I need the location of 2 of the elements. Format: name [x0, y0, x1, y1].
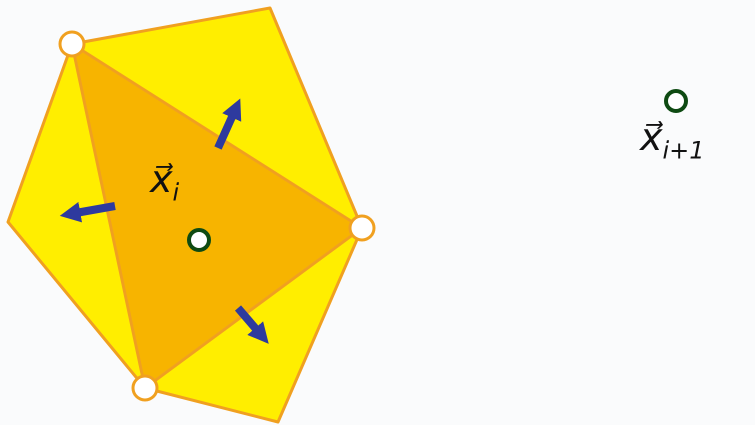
vector-label: x⃗$_{i+1}$	[640, 118, 705, 163]
vector-label: x⃗$_{i}$	[150, 160, 180, 205]
